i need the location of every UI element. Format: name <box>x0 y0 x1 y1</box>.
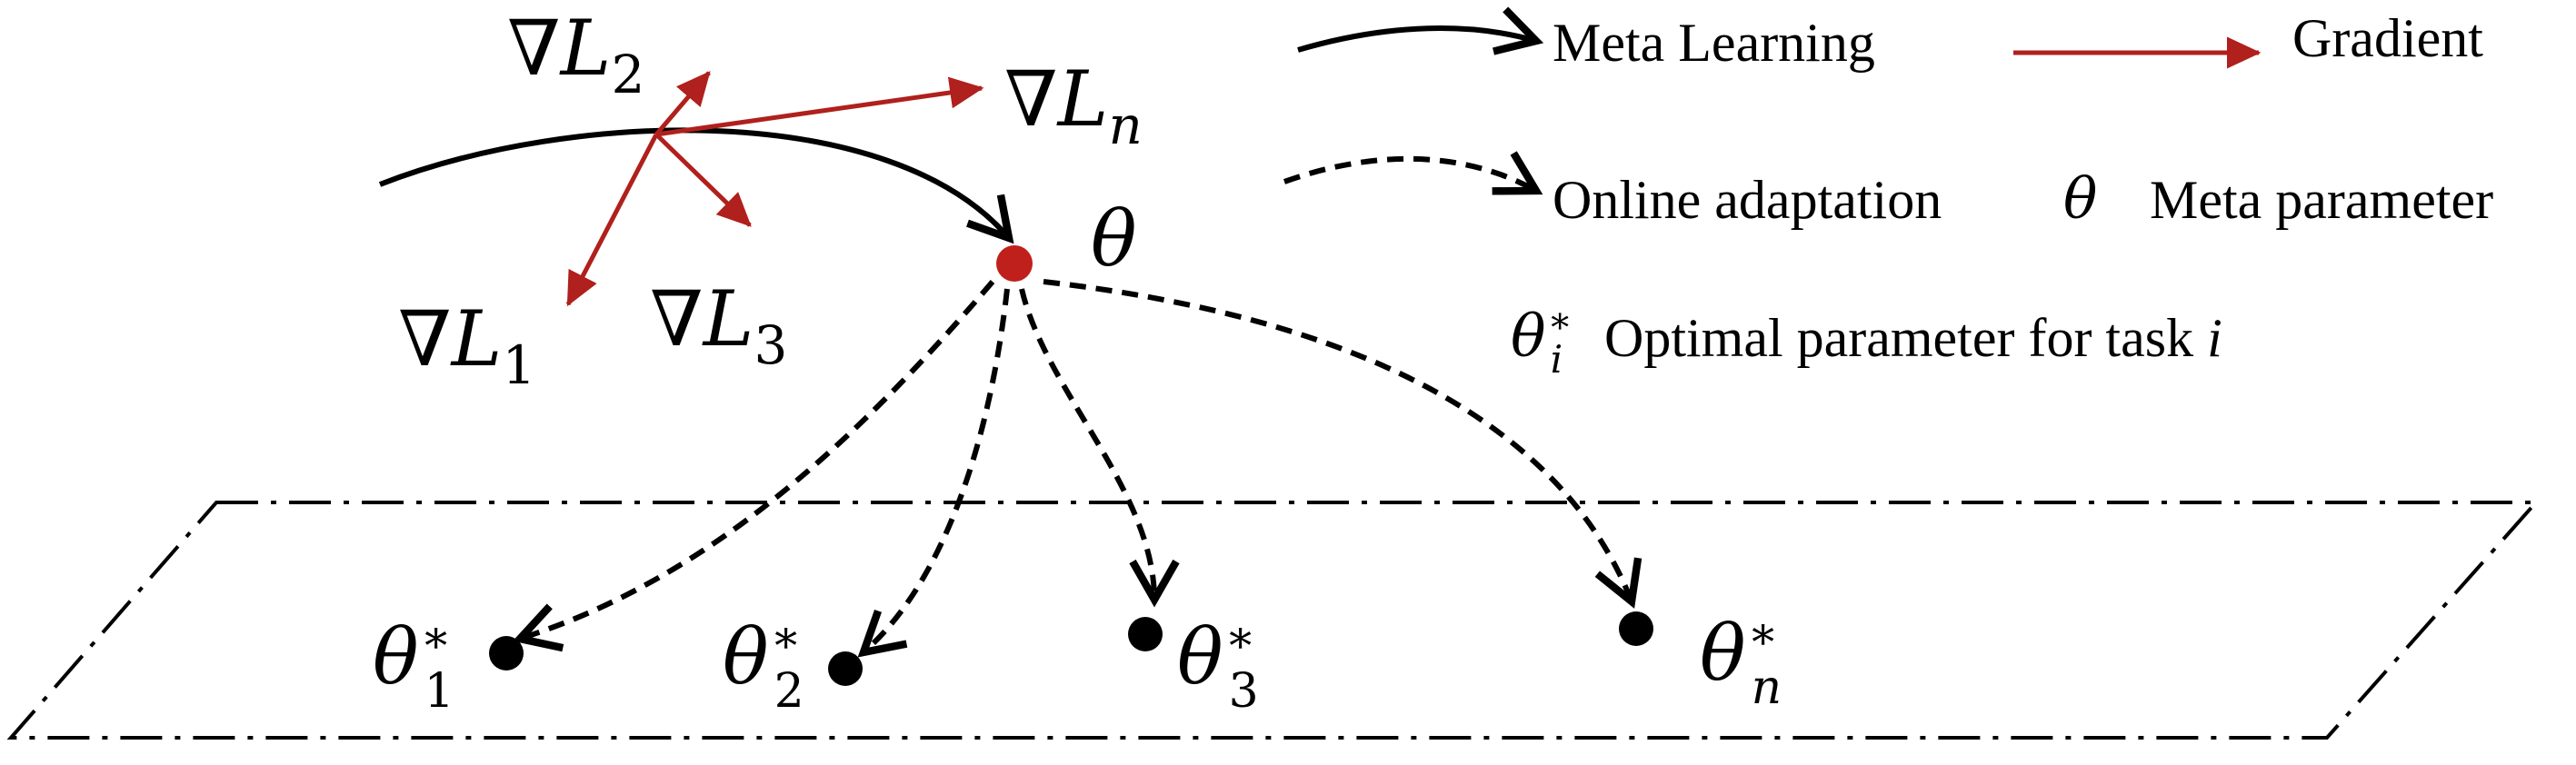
gradient-arrow-n <box>655 76 984 137</box>
adaptation-arrow-1 <box>512 280 995 652</box>
optimal-point-3 <box>1128 617 1163 651</box>
legend: Meta Learning Gradient Online adaptation… <box>1283 6 2493 382</box>
legend-meta-learning-label: Meta Learning <box>1553 13 1875 73</box>
legend-theta-symbol: θ <box>2063 165 2097 232</box>
legend-online-adaptation-label: Online adaptation <box>1553 170 1942 230</box>
legend-gradient-label: Gradient <box>2292 8 2483 68</box>
legend-meta-parameter-label: Meta parameter <box>2150 170 2493 230</box>
grad-label-3: ∇L3 <box>650 274 787 376</box>
adaptation-arrow-n <box>1043 279 1642 609</box>
adaptation-arrow-3 <box>1019 288 1180 608</box>
optimal-point-2 <box>828 651 863 686</box>
optimal-point-1 <box>489 636 524 671</box>
adaptation-arrow-2 <box>857 288 1010 658</box>
legend-meta-learning-arrow <box>1297 6 1544 55</box>
optimal-label-1: θ∗1 <box>373 611 454 719</box>
meta-parameter-point <box>996 245 1033 282</box>
optimal-label-3: θ∗3 <box>1177 611 1259 719</box>
grad-label-n: ∇Ln <box>1004 55 1143 156</box>
gradient-arrow-3 <box>654 133 752 227</box>
optimal-label-2: θ∗2 <box>723 611 804 719</box>
legend-optimal-parameter-label: Optimal parameter for task i <box>1604 308 2222 368</box>
gradient-arrow-1 <box>565 133 659 307</box>
meta-parameter-label: θ <box>1091 194 1137 283</box>
grad-label-2: ∇L2 <box>507 4 644 105</box>
grad-label-1: ∇L1 <box>398 294 535 396</box>
gradient-arrow-2 <box>654 71 711 136</box>
task-plane <box>6 501 2541 740</box>
optimal-point-n <box>1619 611 1653 646</box>
legend-online-adaptation-arrow <box>1283 151 1543 195</box>
optimal-label-n: θ∗n <box>1700 607 1782 715</box>
legend-optimal-symbol: θ∗i <box>1511 300 1573 382</box>
meta-learning-trajectory <box>378 127 1014 244</box>
